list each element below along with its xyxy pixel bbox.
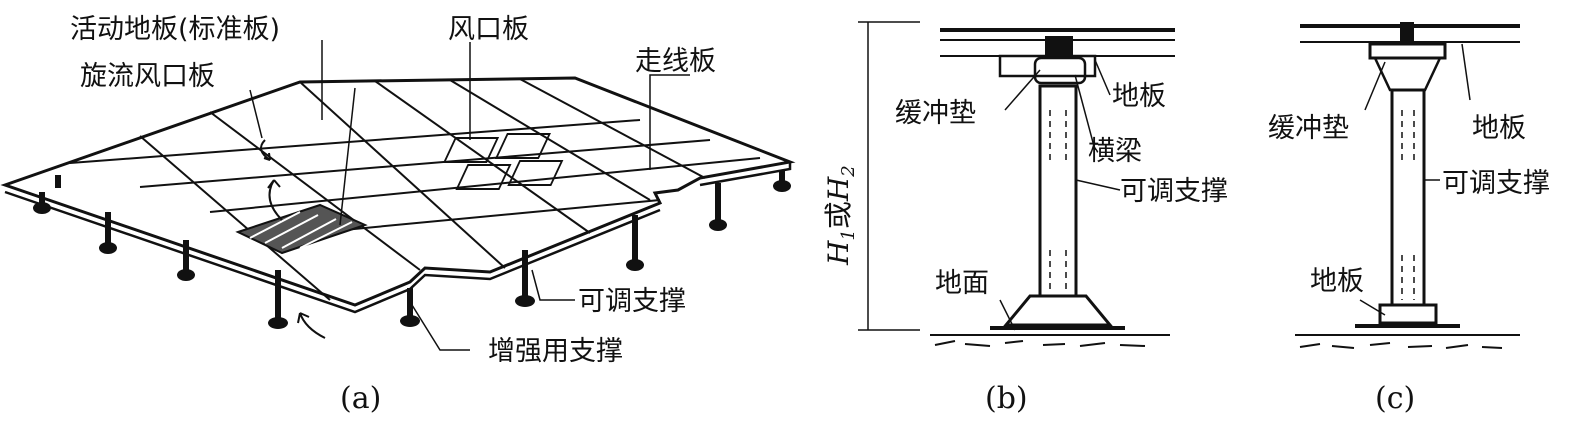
panel-c: 缓冲垫 地板 可调支撑 地板 (c) <box>1268 22 1550 416</box>
caption-c: (c) <box>1375 381 1415 416</box>
floor-surface <box>0 76 796 307</box>
label-reinforced-support: 增强用支撑 <box>488 336 623 367</box>
floor-grid <box>69 78 761 301</box>
caption-b: (b) <box>985 381 1028 416</box>
pedestal-column-c <box>1390 88 1426 307</box>
label-base-floor-c: 地板 <box>1310 266 1364 297</box>
caption-a: (a) <box>340 381 381 416</box>
pedestal-base-c <box>1378 303 1438 325</box>
leg <box>400 288 420 327</box>
leg <box>626 215 644 271</box>
support-legs <box>33 170 791 329</box>
label-cable-panel: 走线板 <box>635 46 716 77</box>
swirl-arrow-icon <box>260 139 271 161</box>
panel-b: H1或H2 缓冲垫 地板 横梁 可调支撑 <box>822 21 1228 416</box>
label-cushion-c: 缓冲垫 <box>1268 113 1349 144</box>
inflow-arrow-icon <box>297 312 326 339</box>
label-swirl-vent-panel: 旋流风口板 <box>80 61 215 92</box>
air-vent-panel <box>442 133 564 190</box>
pedestal-base-b <box>1002 294 1114 327</box>
label-cushion-b: 缓冲垫 <box>895 98 976 129</box>
label-ground: 地面 <box>935 268 989 299</box>
label-standard-panel: 活动地板(标准板) <box>70 14 280 45</box>
label-floor-panel-c: 地板 <box>1472 113 1526 144</box>
label-adjustable-support-b: 可调支撑 <box>1120 176 1228 207</box>
swirl-vent-hatch <box>235 203 368 255</box>
label-air-vent-panel: 风口板 <box>448 14 529 45</box>
leg <box>515 250 535 307</box>
leg <box>709 183 727 231</box>
label-crossbeam: 横梁 <box>1088 136 1142 167</box>
updraft-arrow-icon <box>267 179 283 221</box>
pedestal-column-b <box>1038 84 1078 298</box>
leg <box>177 240 195 281</box>
label-adjustable-support-c: 可调支撑 <box>1442 168 1550 199</box>
leg <box>99 212 117 254</box>
leg <box>33 192 51 214</box>
leg <box>773 170 791 192</box>
panel-a: 活动地板(标准板) 旋流风口板 风口板 走线板 可调支撑 增强用支撑 (a) <box>0 14 796 416</box>
label-floor-panel-b: 地板 <box>1112 81 1166 112</box>
leg <box>268 270 288 329</box>
height-label: H1或H2 <box>822 165 859 266</box>
label-adjustable-support-a: 可调支撑 <box>578 286 686 317</box>
